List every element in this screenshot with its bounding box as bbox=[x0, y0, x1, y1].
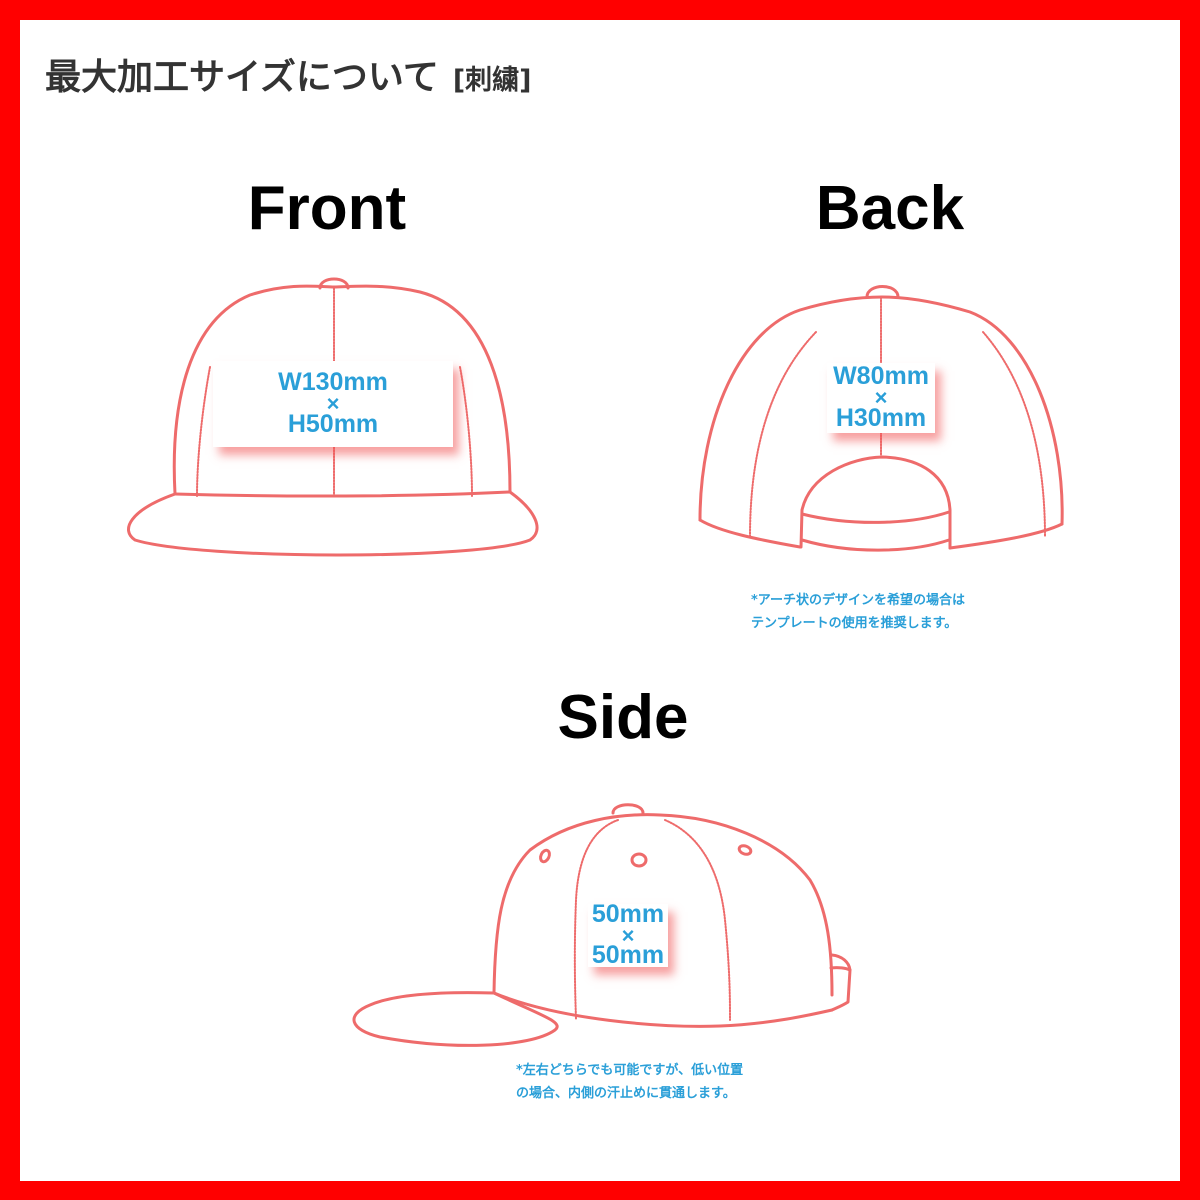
back-height-label: H30mm bbox=[835, 403, 927, 432]
front-embroidery-area-label: W130mm × H50mm bbox=[213, 361, 453, 447]
side-note: *左右どちらでも可能ですが、低い位置 の場合、内側の汗止めに貫通します。 bbox=[516, 1059, 743, 1105]
back-view-title: Back bbox=[815, 174, 965, 243]
front-times-sign: × bbox=[326, 391, 340, 417]
page-title-suffix: [刺繍] bbox=[452, 65, 532, 96]
front-view-title: Front bbox=[247, 174, 407, 243]
page-title: 最大加工サイズについて [刺繍] bbox=[45, 48, 532, 100]
side-note-line-2: の場合、内側の汗止めに貫通します。 bbox=[516, 1086, 736, 1101]
back-note-line-1: *アーチ状のデザインを希望の場合は bbox=[751, 593, 966, 608]
back-note-line-2: テンプレートの使用を推奨します。 bbox=[751, 616, 958, 631]
back-width-label: W80mm bbox=[833, 362, 929, 391]
front-cap-illustration bbox=[127, 277, 1064, 1047]
side-view-title: Side bbox=[557, 683, 689, 752]
side-height-label: 50mm bbox=[591, 941, 665, 970]
side-width-label: 50mm bbox=[591, 899, 665, 928]
side-note-line-1: *左右どちらでも可能ですが、低い位置 bbox=[516, 1063, 744, 1078]
side-embroidery-area-label: 50mm × 50mm bbox=[588, 899, 668, 970]
front-height-label: H50mm bbox=[287, 409, 379, 438]
side-times-sign: × bbox=[621, 922, 635, 948]
back-note: *アーチ状のデザインを希望の場合は テンプレートの使用を推奨します。 bbox=[751, 589, 965, 635]
front-width-label: W130mm bbox=[278, 368, 388, 397]
canvas: 最大加工サイズについて [刺繍] Front bbox=[20, 20, 1180, 1181]
back-times-sign: × bbox=[874, 385, 888, 411]
page-title-text: 最大加工サイズについて bbox=[45, 57, 439, 98]
back-embroidery-area-label: W80mm × H30mm bbox=[827, 363, 935, 433]
